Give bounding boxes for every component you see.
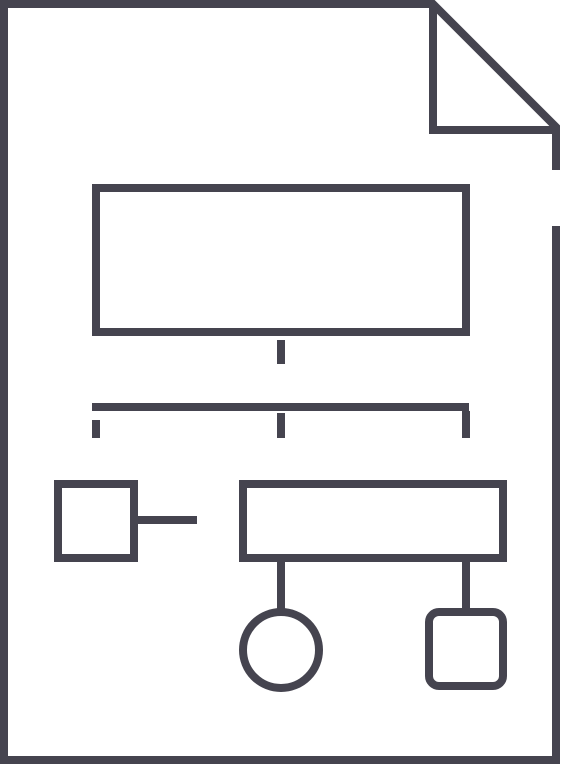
top-block xyxy=(92,184,470,336)
circle-node xyxy=(239,608,323,692)
rounded-square-node xyxy=(425,608,507,690)
small-square-left xyxy=(54,480,138,562)
right-block xyxy=(239,480,507,562)
folded-corner xyxy=(429,4,556,134)
